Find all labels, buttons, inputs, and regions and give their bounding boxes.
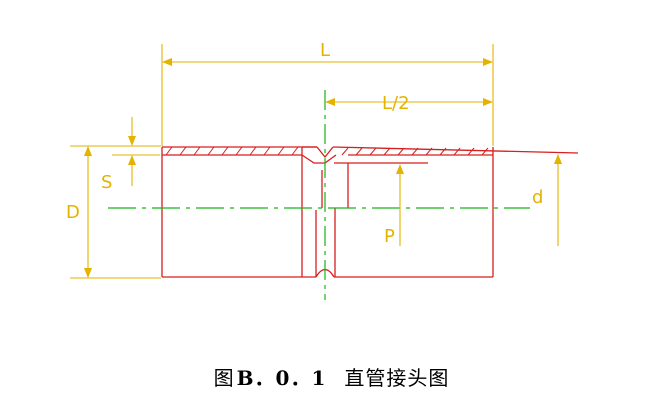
label-inner-diameter: d	[532, 187, 543, 208]
pipe-outline	[161, 146, 579, 278]
label-outer-diameter: D	[66, 202, 80, 223]
caption-title: 直管接头图	[344, 366, 450, 390]
caption-prefix: 图	[213, 366, 235, 390]
label-half-length: L/2	[382, 93, 410, 114]
caption-number: B．0．1	[236, 366, 327, 390]
wall-hatching	[165, 146, 489, 156]
label-wall-thickness: S	[101, 172, 112, 193]
label-insertion-depth: P	[384, 226, 395, 247]
label-length: L	[320, 40, 330, 61]
dimension-lines	[70, 44, 562, 279]
centerlines	[108, 90, 530, 300]
